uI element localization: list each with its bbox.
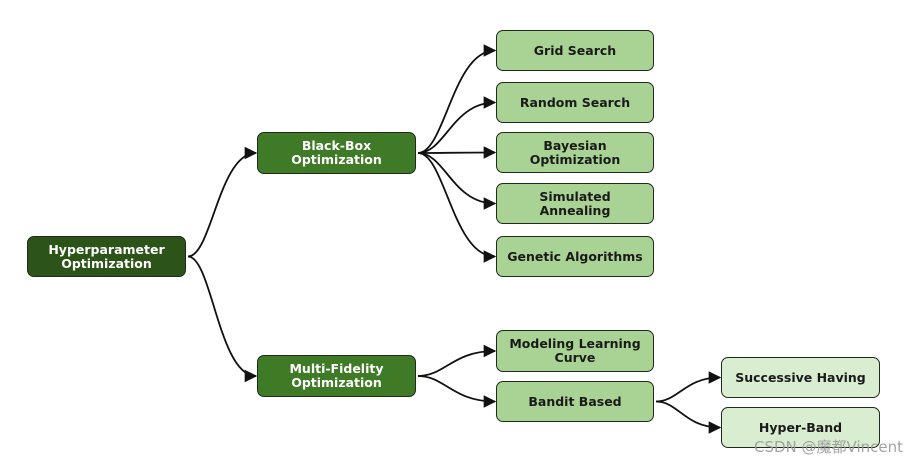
edge-black_box-to-grid_search [417, 44, 497, 154]
edge-multi_fidelity-to-bandit_based [417, 375, 497, 408]
edge-black_box-to-genetic_algorithms [417, 152, 497, 263]
watermark-text: CSDN @魔都Vincent [753, 438, 903, 456]
node-bandit-based: Bandit Based [496, 381, 654, 422]
node-label: Hyper-Band [758, 419, 843, 435]
node-random-search: Random Search [496, 82, 654, 123]
node-hyper-band: Hyper-Band [721, 407, 880, 448]
edge-multi_fidelity-to-modeling_learning_curve [417, 344, 497, 377]
edge-bandit_based-to-successive_having [655, 371, 722, 403]
node-label: Genetic Algorithms [507, 248, 643, 264]
node-label: Multi-Fidelity Optimization [289, 361, 384, 390]
edge-root-to-black_box [187, 146, 258, 258]
edge-black_box-to-random_search [417, 96, 497, 154]
edge-black_box-to-simulated_annealing [417, 152, 497, 210]
node-successive-having: Successive Having [721, 357, 880, 398]
node-hyperparameter-optimization: Hyperparameter Optimization [27, 236, 186, 277]
node-modeling-learning-curve: Modeling Learning Curve [496, 330, 654, 372]
node-label: Simulated Annealing [539, 188, 611, 218]
node-grid-search: Grid Search [496, 30, 654, 71]
node-genetic-algorithms: Genetic Algorithms [496, 236, 654, 277]
node-label: Grid Search [533, 42, 617, 58]
node-label: Black-Box Optimization [291, 138, 382, 167]
node-label: Successive Having [735, 369, 866, 385]
node-multi-fidelity-optimization: Multi-Fidelity Optimization [257, 355, 416, 397]
edge-black_box-to-bayesian_optimization [417, 146, 497, 159]
node-label: Bayesian Optimization [529, 137, 621, 167]
node-label: Random Search [519, 94, 631, 110]
node-label: Hyperparameter Optimization [48, 241, 165, 271]
node-simulated-annealing: Simulated Annealing [496, 183, 654, 224]
node-label: Modeling Learning Curve [509, 336, 641, 365]
node-label: Bandit Based [528, 393, 622, 409]
edge-bandit_based-to-hyper_band [655, 400, 722, 434]
node-black-box-optimization: Black-Box Optimization [257, 132, 416, 174]
edge-root-to-multi_fidelity [187, 255, 258, 383]
node-bayesian-optimization: Bayesian Optimization [496, 132, 654, 173]
